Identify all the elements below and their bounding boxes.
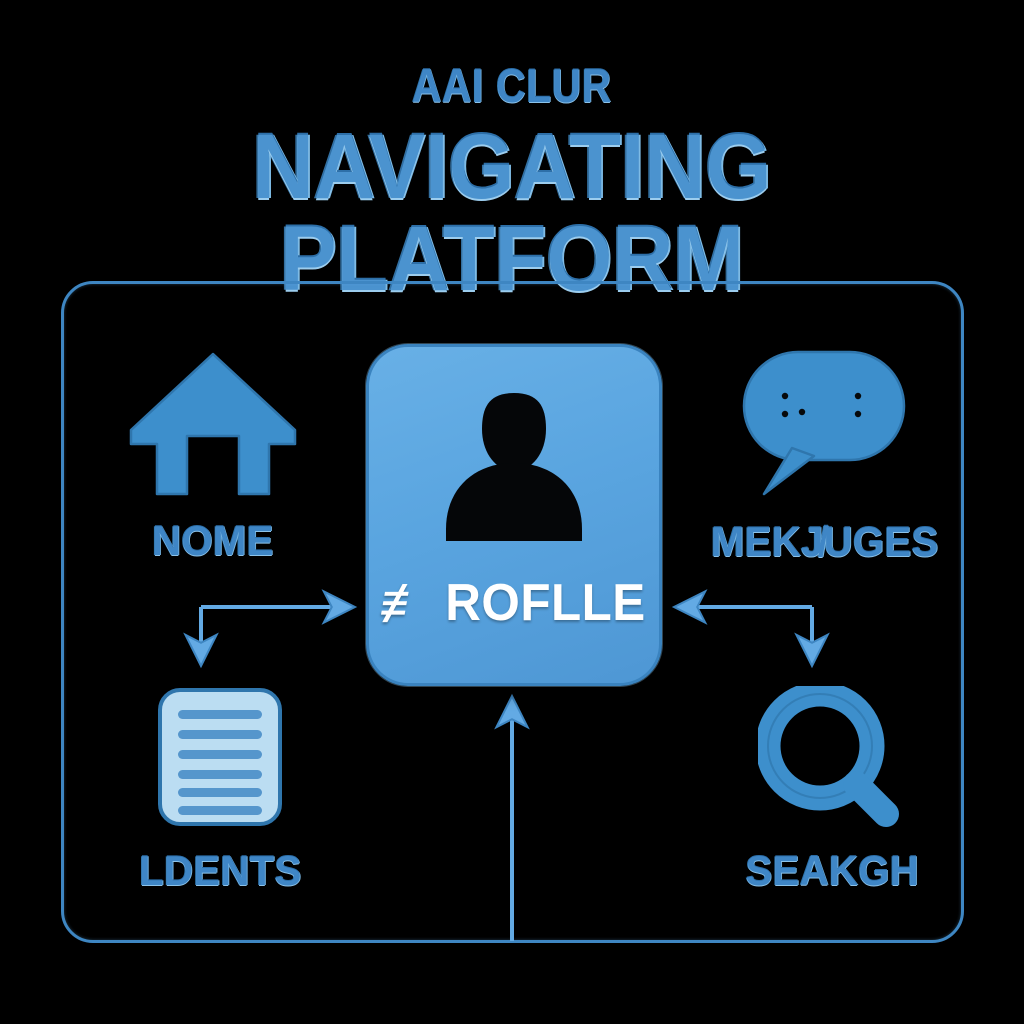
node-documents-label: LDENTS <box>138 847 302 894</box>
speech-bubble-icon <box>740 348 910 508</box>
node-home[interactable]: NOME <box>118 348 308 565</box>
document-lines-icon <box>156 686 284 833</box>
title-eyebrow: AAI CLUR <box>411 59 612 112</box>
magnifier-icon <box>755 681 906 835</box>
title-main: NAVIGATING PLATFORM <box>252 116 772 310</box>
diagram-panel <box>61 281 964 943</box>
speech-bubble-icon-svg <box>742 350 906 496</box>
profile-label-row: ≢ ROFLLE <box>374 573 651 633</box>
node-messages-label: MEKJ̸UGES <box>711 518 939 565</box>
node-search-label: SEAKGH <box>745 847 919 894</box>
node-messages[interactable]: MEKJ̸UGES <box>700 348 950 566</box>
node-home-label: NOME <box>152 517 274 564</box>
page-title: AAI CLUR NAVIGATING PLATFORM <box>0 62 1024 305</box>
user-avatar-icon <box>446 393 582 541</box>
house-icon-svg <box>129 352 297 496</box>
profile-glyph-icon: ≢ <box>374 573 435 633</box>
document-lines-icon-svg <box>158 688 282 826</box>
magnifier-icon-svg <box>755 681 899 827</box>
house-icon <box>127 348 299 505</box>
profile-tile[interactable]: ≢ ROFLLE <box>366 344 662 686</box>
profile-label: ROFLLE <box>444 574 646 632</box>
node-documents[interactable]: LDENTS <box>100 686 340 895</box>
node-search[interactable]: SEAKGH <box>712 681 952 895</box>
